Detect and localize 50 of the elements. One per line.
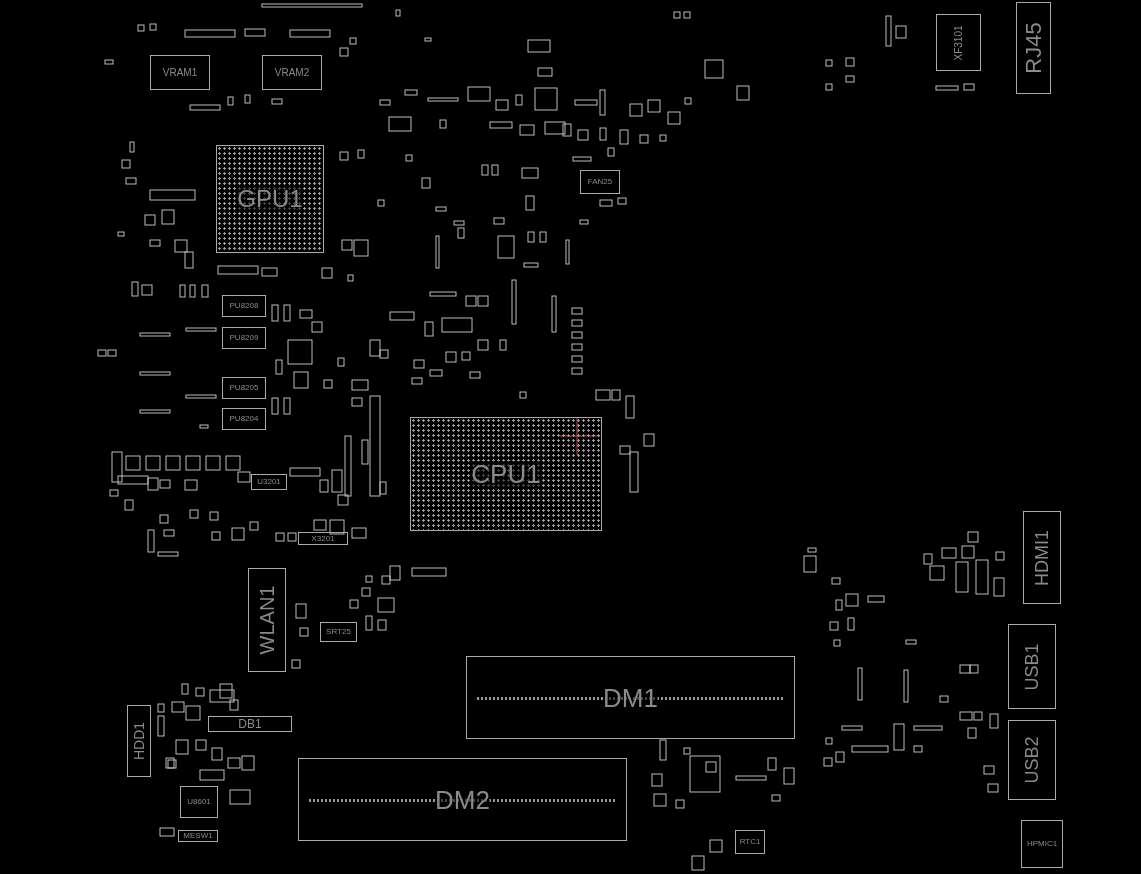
memory-slot-footprint: [466, 656, 795, 739]
bga-footprint: [410, 417, 602, 531]
connector-footprint: [208, 716, 292, 732]
ic-footprint: [298, 532, 348, 545]
reference-designator: U3201: [257, 478, 281, 486]
reference-designator: RTC1: [739, 838, 761, 846]
reference-designator: U8601: [187, 798, 211, 806]
reference-designator: PU8208: [229, 302, 259, 310]
connector-footprint: [178, 830, 218, 842]
ic-footprint: [936, 14, 981, 71]
reference-designator: VRAM2: [274, 67, 310, 78]
reference-designator: PU8209: [229, 334, 259, 342]
reference-designator: MESW1: [183, 832, 213, 840]
connector-footprint: [1023, 511, 1061, 604]
connector-footprint: [248, 568, 286, 672]
reference-designator: GPU1: [237, 187, 303, 211]
ic-footprint: [251, 474, 287, 490]
reference-designator: PU8205: [229, 384, 259, 392]
reference-designator: PU8204: [229, 415, 259, 423]
reference-designator: FAN25: [587, 178, 613, 186]
ic-footprint: [150, 55, 210, 90]
ic-footprint: [580, 170, 620, 194]
ic-footprint: [180, 786, 218, 818]
reference-designator: HDMI1: [1033, 529, 1051, 586]
reference-designator: USB1: [1023, 643, 1041, 690]
connector-footprint: [1008, 720, 1056, 800]
reference-designator: VRAM1: [162, 67, 198, 78]
connector-footprint: [1016, 2, 1051, 94]
ic-footprint: [222, 408, 266, 430]
ic-footprint: [735, 830, 765, 854]
connector-footprint: [1008, 624, 1056, 709]
reference-designator: USB2: [1023, 736, 1041, 784]
reference-designator: X3201: [311, 534, 335, 543]
reference-designator: WLAN1: [257, 585, 277, 655]
ic-footprint: [262, 55, 322, 90]
reference-designator: HDD1: [132, 721, 146, 761]
ic-footprint: [222, 295, 266, 317]
ic-footprint: [222, 377, 266, 399]
bga-footprint: [216, 145, 324, 253]
reference-designator: RJ45: [1022, 22, 1045, 74]
reference-designator: HPMIC1: [1026, 840, 1058, 848]
ic-footprint: [320, 622, 357, 642]
memory-slot-footprint: [298, 758, 627, 841]
connector-footprint: [127, 705, 151, 777]
reference-designator: SRT25: [326, 628, 351, 636]
ic-footprint: [222, 327, 266, 349]
reference-designator: DB1: [238, 718, 262, 730]
connector-footprint: [1021, 820, 1063, 868]
reference-designator: CPU1: [471, 461, 541, 487]
reference-designator: XF3101: [953, 25, 964, 60]
